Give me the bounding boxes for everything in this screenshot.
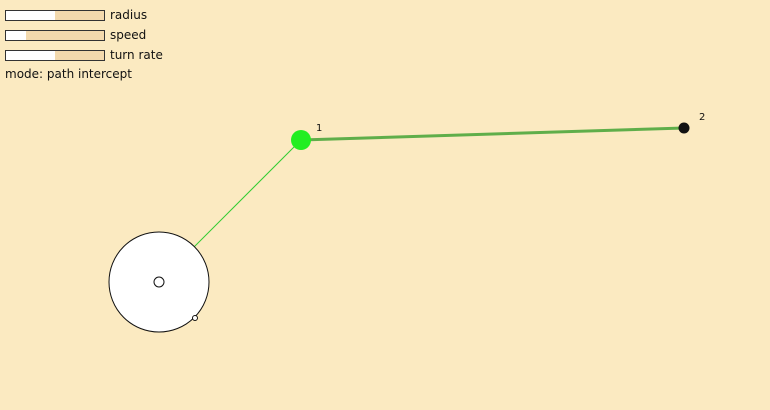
waypoint-1-label: 1 <box>316 123 322 134</box>
control-panel: radius speed turn rate mode: path interc… <box>5 5 163 81</box>
path-segment <box>300 126 685 142</box>
waypoint-2[interactable] <box>678 122 690 134</box>
mode-status: mode: path intercept <box>5 67 132 81</box>
radius-slider-fill <box>6 10 55 20</box>
turn-rate-label: turn rate <box>110 48 163 62</box>
speed-slider-row: speed <box>5 25 163 45</box>
agent-heading-handle[interactable] <box>192 315 198 321</box>
turn-rate-slider-row: turn rate <box>5 45 163 65</box>
waypoint-1[interactable] <box>291 130 311 150</box>
turn-rate-slider-fill <box>6 50 55 60</box>
speed-label: speed <box>110 28 147 42</box>
waypoint-2-label: 2 <box>699 112 705 123</box>
radius-slider-row: radius <box>5 5 163 25</box>
agent-center[interactable] <box>153 276 165 288</box>
radius-label: radius <box>110 8 148 22</box>
turn-rate-slider[interactable] <box>5 49 105 61</box>
speed-slider-fill <box>6 30 26 40</box>
speed-slider[interactable] <box>5 29 105 41</box>
radius-slider[interactable] <box>5 9 105 21</box>
